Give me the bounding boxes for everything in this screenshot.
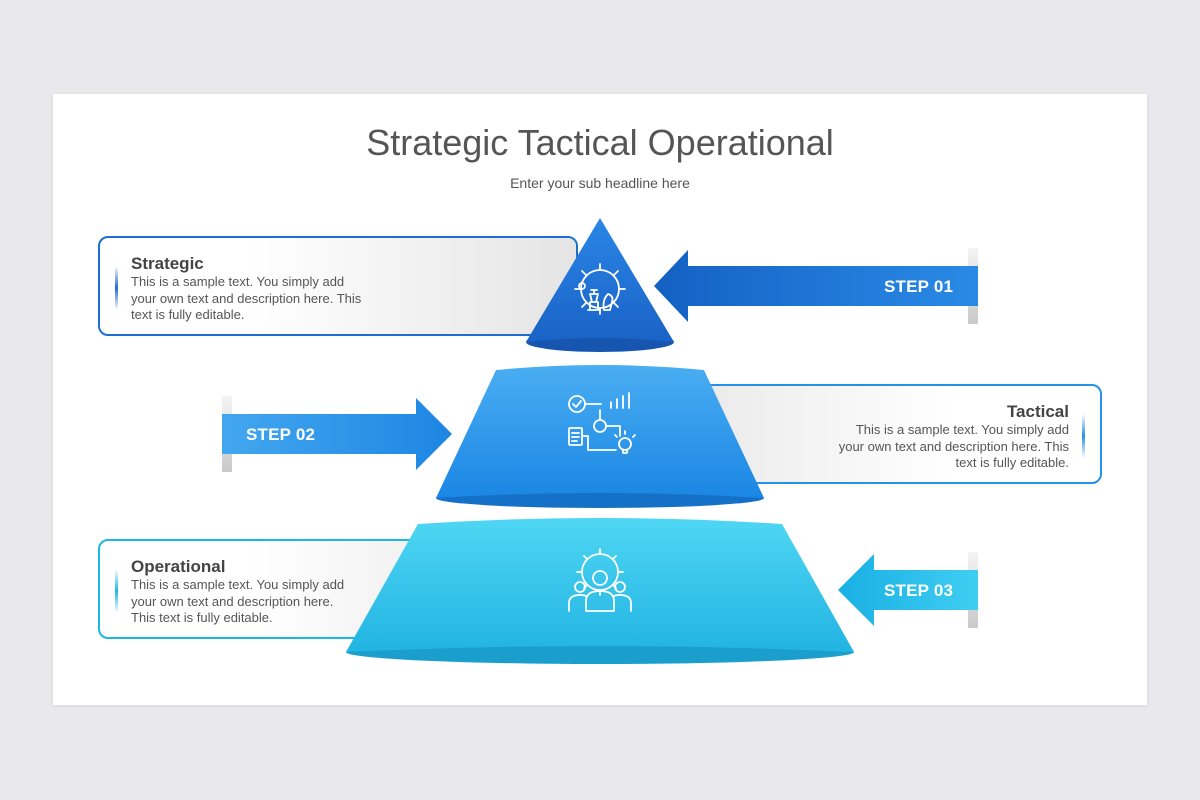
strategy-chess-gear-icon: [574, 263, 626, 315]
operational-heading: Operational: [131, 557, 226, 576]
step-02-label: STEP 02: [246, 425, 316, 444]
team-gear-icon: [568, 548, 632, 612]
step-01-label: STEP 01: [884, 277, 954, 296]
operational-text: This is a sample text. You simply add yo…: [131, 577, 345, 625]
pyramid-level-tactical: [436, 365, 764, 508]
pyramid-level-strategic: [526, 218, 674, 352]
tactical-text: This is a sample text. You simply add yo…: [838, 422, 1069, 470]
page-title: Strategic Tactical Operational: [366, 122, 834, 163]
tactical-heading: Tactical: [1006, 402, 1069, 421]
step-03-label: STEP 03: [884, 581, 954, 600]
strategic-text: This is a sample text. You simply add yo…: [131, 274, 362, 322]
step-01-arrow: [654, 248, 978, 324]
strategic-heading: Strategic: [131, 254, 204, 273]
process-workflow-icon: [568, 392, 636, 454]
step-02-arrow: [222, 396, 452, 472]
step-03-arrow: [838, 552, 978, 628]
page-subtitle: Enter your sub headline here: [510, 175, 690, 191]
